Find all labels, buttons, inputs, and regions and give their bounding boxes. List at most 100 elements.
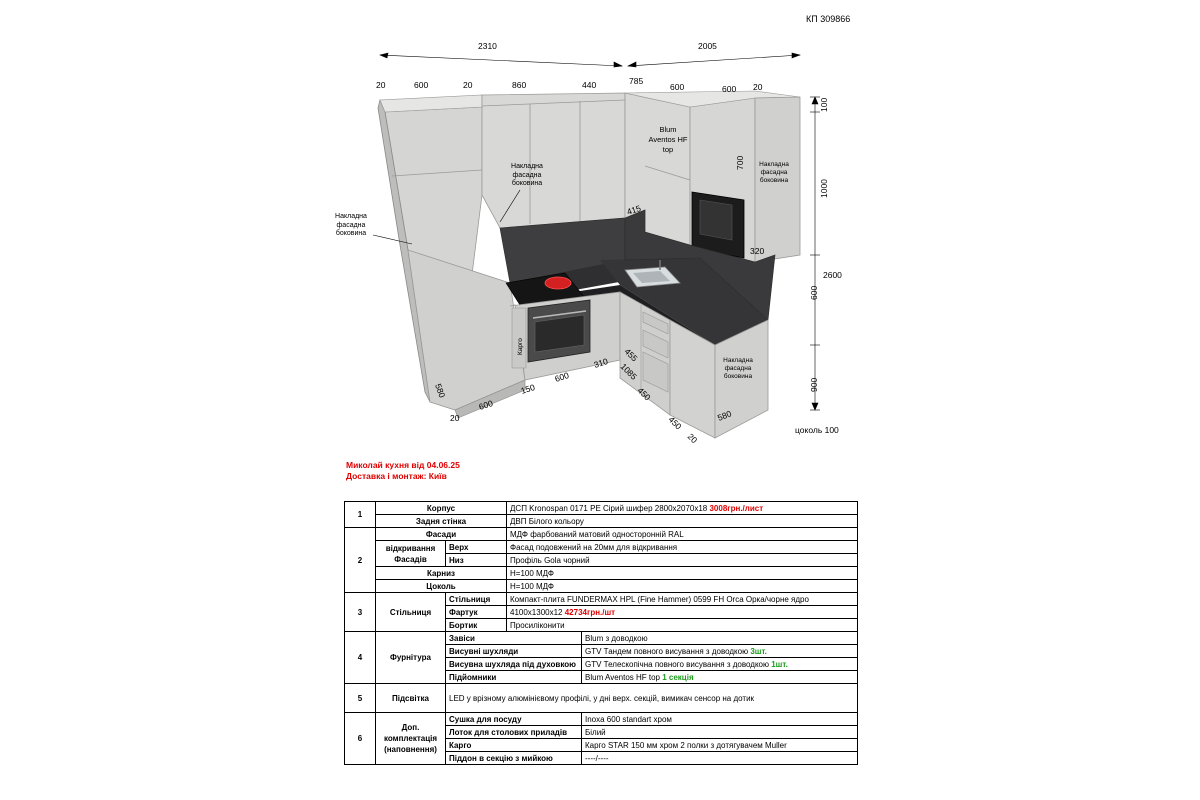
right-backsplash	[624, 209, 776, 321]
edge-value: Просиліконити	[506, 618, 858, 632]
tray-value: Білий	[581, 725, 858, 739]
cargo-label: Карго	[445, 738, 582, 752]
opening-top-value: Фасад подовжений на 20мм для відкривання	[506, 540, 858, 554]
dim-600-bottom: 600	[478, 398, 495, 412]
oven-drawer-label: Висувна шухляда під духовкою	[445, 657, 582, 671]
cargo-cabinet	[511, 307, 527, 369]
dim-20b: 20	[686, 431, 700, 445]
dim-310: 310	[593, 356, 610, 370]
lift-door-split	[644, 165, 691, 181]
dim-top-600b: 600	[670, 82, 684, 92]
extras-category: Доп. комплектація (наповнення)	[375, 712, 446, 765]
dim-plinth: цоколь 100	[795, 425, 839, 435]
sink-inner	[633, 271, 670, 283]
right-side-panel-lower	[714, 319, 769, 439]
body-price: 3008грн./лист	[709, 503, 764, 513]
table-row: Підйомники Blum Aventos HF top 1 секція	[345, 670, 858, 684]
drawers-value: GTV Тандем повного висування з доводкою …	[581, 644, 858, 658]
opening-top-label: Верх	[445, 540, 507, 554]
pallet-label: Піддон в секцію з мийкою	[445, 751, 582, 765]
table-row: Карго Карго STAR 150 мм хром 2 полки з д…	[345, 738, 858, 752]
table-row: 3 Стільниця Стільниця Компакт-плита FUND…	[344, 592, 858, 632]
order-title: Миколай кухня від 04.06.25 Доставка і мо…	[346, 460, 460, 482]
hardware-category: Фурнітура	[375, 631, 446, 684]
section-number-2: 2	[344, 527, 376, 593]
right-side-panel-upper	[754, 96, 801, 263]
dim-150: 150	[520, 382, 537, 396]
left-column-split	[391, 169, 483, 177]
oven-drawer-value: GTV Телескопічна повного висування з дов…	[581, 657, 858, 671]
left-side-panel	[377, 98, 431, 403]
cornice-label: Карниз	[375, 566, 507, 580]
lifts-value: Blum Aventos HF top 1 секція	[581, 670, 858, 684]
kitchen-3d-render: 2310 2005 20 600 20 860 440 785 600 600 …	[335, 41, 842, 445]
lifts-label: Підйомники	[445, 670, 582, 684]
dryer-value: Inoxa 600 standart хром	[581, 712, 858, 726]
dim-top-440: 440	[582, 80, 596, 90]
lighting-category: Підсвітка	[375, 683, 446, 713]
order-title-line-1: Миколай кухня від 04.06.25	[346, 460, 460, 470]
section-number-4: 4	[344, 631, 376, 684]
table-row: Низ Профіль Gola чорний	[345, 553, 858, 567]
dim-left-total: 2310	[478, 41, 497, 51]
label-side-panel-mid: Накладна фасадна боковина	[511, 163, 543, 187]
document-code: КП 309866	[806, 14, 851, 24]
table-row: відкривання Фасадів Верх Фасад подовжени…	[345, 540, 858, 567]
drawer-1	[642, 311, 669, 335]
table-row: Карниз Н=100 МДФ	[345, 566, 858, 580]
section-number-6: 6	[344, 712, 376, 765]
hinges-value: Blum з доводкою	[581, 631, 858, 645]
pallet-value: ----/----	[581, 751, 858, 765]
drawers-label: Висувні шухляди	[445, 644, 582, 658]
worktop-label: Стільниця	[445, 592, 507, 606]
label-lift: Blum Aventos HF top	[648, 125, 687, 154]
plinth-value: Н=100 МДФ	[506, 579, 858, 593]
label-cargo: Карго	[517, 338, 524, 355]
table-row: 6 Доп. комплектація (наповнення) Сушка д…	[344, 712, 858, 765]
dim-600-bottom-b: 600	[554, 370, 571, 384]
facades-label: Фасади	[375, 527, 507, 541]
dim-top-860: 860	[512, 80, 526, 90]
worktop-price: 42734грн./шт	[564, 607, 616, 617]
section-number-1: 1	[344, 501, 376, 528]
opening-bottom-label: Низ	[445, 553, 507, 567]
oven-drawer-qty: 1шт.	[771, 659, 788, 669]
dim-h-1000: 1000	[819, 179, 829, 198]
table-row: 4 Фурнітура Завіси Blum з доводкою	[344, 631, 858, 684]
lifts-qty: 1 секція	[662, 672, 694, 682]
tray-label: Лоток для столових приладів	[445, 725, 582, 739]
opening-label: відкривання Фасадів	[375, 540, 446, 567]
table-row: Цоколь Н=100 МДФ	[345, 579, 858, 593]
dryer-label: Сушка для посуду	[445, 712, 582, 726]
section-number-3: 3	[344, 592, 376, 632]
drawers-qty: 3шт.	[750, 646, 767, 656]
dim-580a: 580	[433, 382, 447, 399]
hinges-label: Завіси	[445, 631, 582, 645]
dim-right-total: 2005	[698, 41, 717, 51]
dim-20a: 20	[450, 413, 460, 423]
dimension-lines	[379, 52, 820, 411]
table-row: 2 Фасади МДФ фарбований матовий одностор…	[344, 527, 858, 593]
body-label: Корпус	[375, 501, 507, 515]
facades-value: МДФ фарбований матовий односторонній RAL	[506, 527, 858, 541]
dim-top-785: 785	[629, 76, 643, 86]
plinth-label: Цоколь	[375, 579, 507, 593]
dim-top-600a: 600	[414, 80, 428, 90]
cargo-value: Карго STAR 150 мм хром 2 полки з дотягув…	[581, 738, 858, 752]
back-wall-label: Задня стінка	[375, 514, 507, 528]
label-side-panel-lower-right: Накладна фасадна боковина	[723, 357, 753, 380]
drawer-2	[642, 329, 669, 359]
body-value: ДСП Kronospan 0171 PE Сірий шифер 2800х2…	[506, 501, 858, 515]
back-wall-value: ДВП Білого кольору	[506, 514, 858, 528]
oven-window	[534, 314, 585, 353]
dim-top-20a: 20	[376, 80, 386, 90]
table-row: 1 Корпус ДСП Kronospan 0171 PE Сірий шиф…	[344, 501, 858, 528]
dim-h-2600: 2600	[823, 270, 842, 280]
table-row: Піддон в секцію з мийкою ----/----	[345, 751, 858, 765]
label-side-panel-left: Накладна фасадна боковина	[335, 213, 367, 237]
specification-table: 1 Корпус ДСП Kronospan 0171 PE Сірий шиф…	[344, 501, 858, 765]
microwave-window	[699, 199, 733, 241]
oven-handle	[532, 310, 587, 319]
left-base-toe	[454, 379, 526, 419]
section-number-5: 5	[344, 683, 376, 713]
